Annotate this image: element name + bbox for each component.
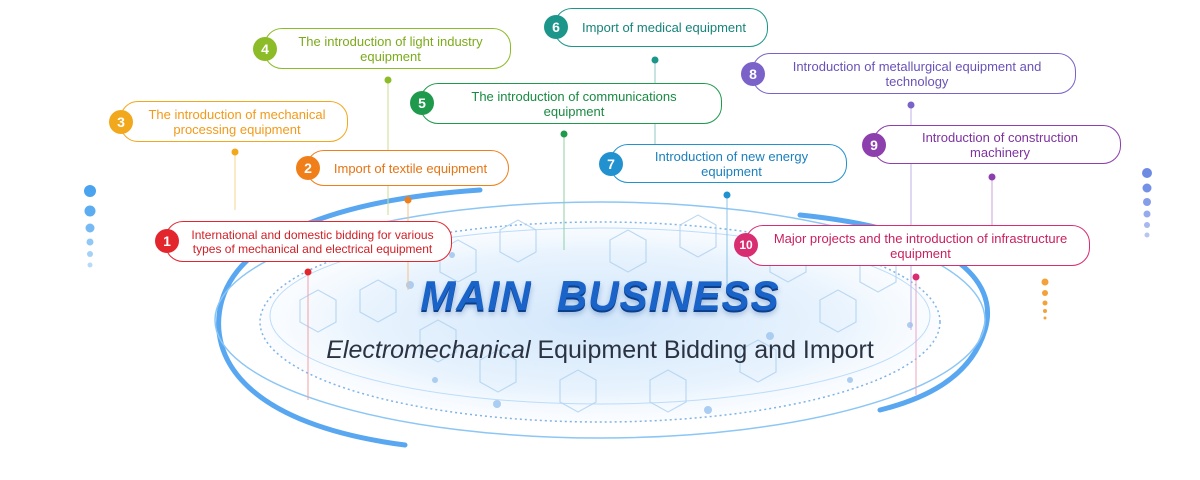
badge-1: 1 [155,229,179,253]
callout-9: Introduction of construction machinery [873,125,1121,164]
subheading-italic: Electromechanical [326,336,531,364]
callout-6-text: Import of medical equipment [581,20,747,35]
hexagon-pattern [299,214,897,413]
callout-10: Major projects and the introduction of i… [745,225,1090,266]
right-dot-column [1142,168,1152,238]
subheading: Electromechanical Equipment Bidding and … [300,336,900,365]
callout-7: Introduction of new energy equipment [610,144,847,183]
connector-lines [234,60,993,400]
callout-1-text: International and domestic bidding for v… [191,227,434,256]
platform-disc-edge [259,221,941,423]
badge-2: 2 [296,156,320,180]
badge-8: 8 [741,62,765,86]
callout-6: Import of medical equipment [554,8,768,47]
subheading-rest: Equipment Bidding and Import [530,336,874,364]
callout-2-text: Import of textile equipment [333,160,488,176]
platform-inner-ring [269,227,931,405]
callout-7-text: Introduction of new energy equipment [654,148,809,179]
badge-10: 10 [734,233,758,257]
callout-5-text: The introduction of communications equip… [471,88,677,119]
outer-ring-arc [216,187,483,448]
badge-6: 6 [544,15,568,39]
orange-dot-column [1041,278,1049,320]
callout-8-text: Introduction of metallurgical equipment … [792,58,1042,89]
badge-3: 3 [109,110,133,134]
callout-9-text: Introduction of construction machinery [921,129,1079,160]
outer-ring-thin [214,201,986,439]
callout-5: The introduction of communications equip… [420,83,722,124]
callout-3: The introduction of mechanical processin… [120,101,348,142]
left-dot-column [84,185,96,268]
callout-3-text: The introduction of mechanical processin… [148,106,326,137]
callout-4: The introduction of light industry equip… [264,28,511,69]
badge-5: 5 [410,91,434,115]
badge-4: 4 [253,37,277,61]
badge-7: 7 [599,152,623,176]
callout-1: International and domestic bidding for v… [165,221,452,262]
badge-9: 9 [862,133,886,157]
callout-4-text: The introduction of light industry equip… [298,33,483,64]
main-heading: MAIN BUSINESS [420,272,780,319]
callout-8: Introduction of metallurgical equipment … [752,53,1076,94]
callout-2: Import of textile equipment [306,150,509,186]
callout-10-text: Major projects and the introduction of i… [773,230,1068,261]
connector-dots [231,56,996,281]
